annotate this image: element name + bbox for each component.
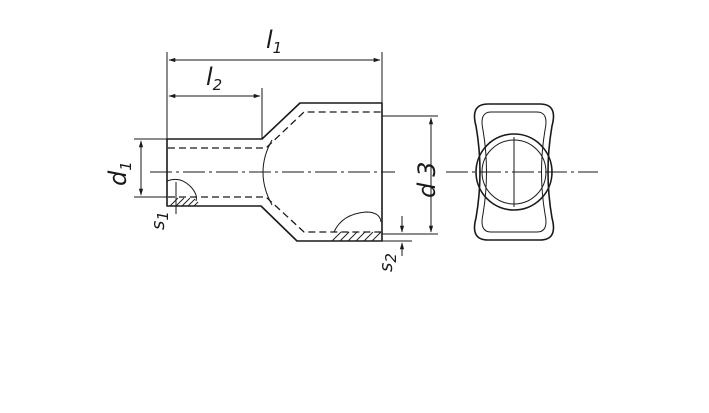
inner-wall-top [168,111,381,149]
hatch-right [331,231,382,242]
front-view [446,103,598,241]
front-outer [473,103,555,241]
label-l2: l2 [206,63,222,94]
inner-shoulder-curve [262,139,273,206]
dimensions [134,52,438,256]
hatch-left [169,197,199,207]
cutaway-right [333,211,382,233]
label-l1: l1 [266,26,282,57]
label-d1: d1 [104,161,135,186]
inner-wall-bottom [168,196,381,233]
front-inner [481,111,547,233]
cutaway-left [166,178,197,202]
side-view [150,102,395,242]
label-s1: s1 [148,211,172,230]
label-s2: s2 [376,253,400,272]
label-d3: d3 [413,161,441,198]
